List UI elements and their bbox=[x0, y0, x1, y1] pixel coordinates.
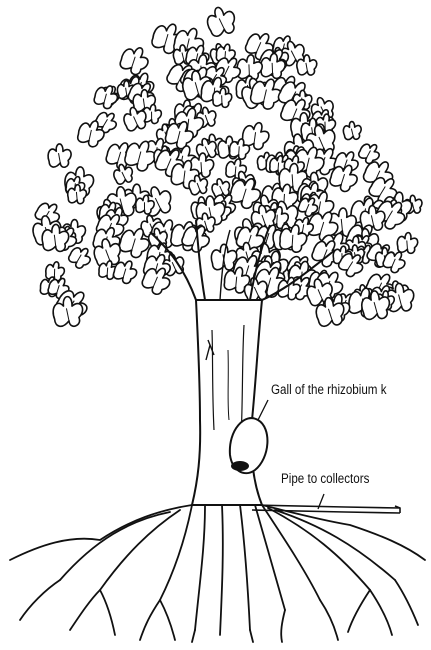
tree-canopy bbox=[28, 2, 424, 331]
pipe-line bbox=[250, 505, 400, 513]
leaf-vein bbox=[277, 215, 278, 225]
root-strand bbox=[281, 610, 285, 642]
root-strand bbox=[262, 505, 320, 600]
gall-label: Gall of the rhizobium k bbox=[271, 383, 387, 397]
root-strand bbox=[20, 580, 60, 620]
leaf-vein bbox=[151, 112, 152, 120]
leaf-cluster bbox=[46, 142, 74, 171]
root-strand bbox=[220, 505, 223, 635]
root-strand bbox=[160, 505, 192, 600]
leaf-vein bbox=[144, 202, 145, 210]
root-strand bbox=[370, 590, 392, 635]
root-strand bbox=[395, 580, 418, 625]
pipe-label: Pipe to collectors bbox=[281, 472, 369, 486]
root-strand bbox=[275, 510, 395, 580]
root-strand bbox=[195, 505, 205, 630]
root-strand bbox=[100, 510, 180, 590]
tree-roots bbox=[10, 505, 425, 642]
label-leaders bbox=[258, 400, 324, 509]
root-strand bbox=[250, 630, 253, 642]
leaf-cluster bbox=[118, 44, 151, 77]
root-strand bbox=[255, 505, 285, 610]
root-strand bbox=[348, 590, 370, 632]
leaf-vein bbox=[239, 146, 240, 155]
leaf-cluster bbox=[202, 2, 240, 41]
root-strand bbox=[140, 600, 160, 640]
leaf-vein bbox=[107, 268, 108, 276]
root-strand bbox=[100, 590, 115, 635]
root-strand bbox=[320, 600, 338, 640]
leaf-cluster bbox=[66, 243, 94, 271]
leaf-vein bbox=[278, 162, 279, 170]
root-strand bbox=[192, 630, 195, 642]
root-strand bbox=[70, 590, 100, 630]
root-strand bbox=[240, 505, 250, 630]
leaf-cluster bbox=[357, 140, 383, 166]
root-strand bbox=[160, 600, 175, 640]
leaf-vein bbox=[54, 269, 55, 277]
